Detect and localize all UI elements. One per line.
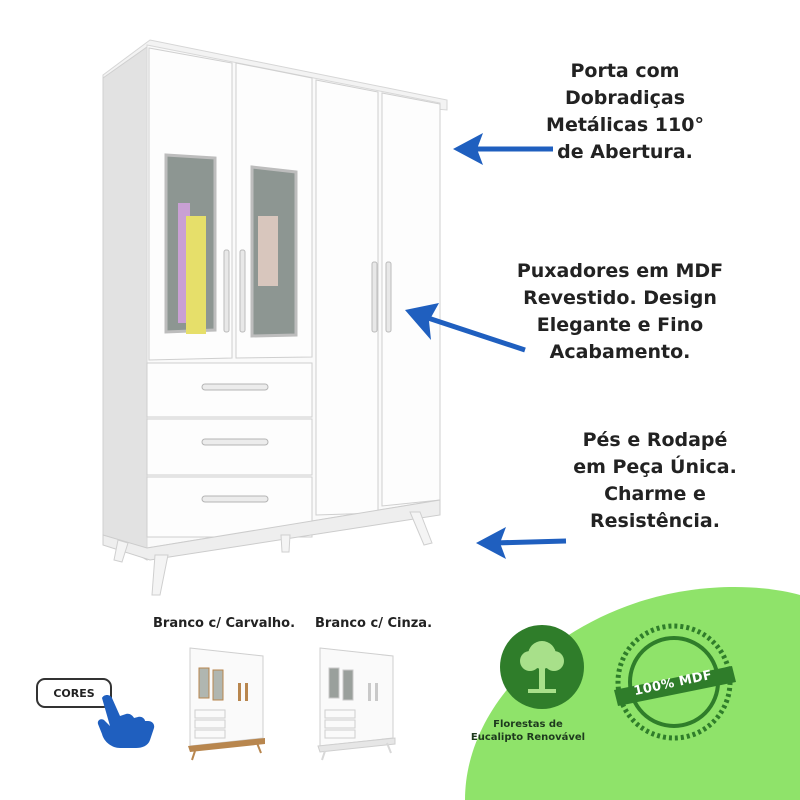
arrow-left-icon [453, 133, 553, 165]
arrow-left-icon [405, 303, 526, 353]
variant-thumbnail-oak[interactable] [185, 638, 270, 763]
callout-line: Elegante e Fino [536, 314, 704, 336]
callout-line: em Peça Única. [573, 456, 737, 478]
callout-feet: Pés e Rodapé em Peça Única. Charme e Res… [545, 427, 765, 535]
callout-line: Resistência. [590, 510, 720, 532]
callout-line: Charme e [604, 483, 706, 505]
callout-line: Puxadores em MDF [516, 260, 724, 282]
pointing-hand-icon [97, 695, 155, 748]
forest-seal-line: Eucalipto Renovável [470, 732, 586, 743]
callout-line: de Abertura. [557, 141, 693, 163]
colors-button-label: CORES [53, 686, 95, 700]
arrow-left-icon [476, 527, 567, 559]
callout-line: Revestido. Design [523, 287, 717, 309]
forest-seal-text: Florestas de Eucalipto Renovável [458, 718, 598, 744]
seal-badge-icon [614, 623, 736, 741]
callout-line: Metálicas 110° [546, 114, 704, 136]
callout-line: Dobradiças [564, 87, 686, 109]
variant-thumbnail-gray[interactable] [315, 638, 400, 763]
tree-icon [520, 641, 564, 693]
callout-handles: Puxadores em MDF Revestido. Design Elega… [500, 258, 740, 366]
forest-seal [500, 625, 584, 709]
forest-seal-line: Florestas de [493, 719, 563, 730]
callout-doors: Porta com Dobradiças Metálicas 110° de A… [530, 58, 720, 166]
callout-line: Acabamento. [549, 341, 691, 363]
callout-line: Porta com [570, 60, 680, 82]
variant-label-gray: Branco c/ Cinza. [315, 616, 433, 631]
callout-line: Pés e Rodapé [582, 429, 728, 451]
colors-button[interactable]: CORES [36, 678, 112, 708]
variant-label-oak: Branco c/ Carvalho. [153, 616, 296, 631]
